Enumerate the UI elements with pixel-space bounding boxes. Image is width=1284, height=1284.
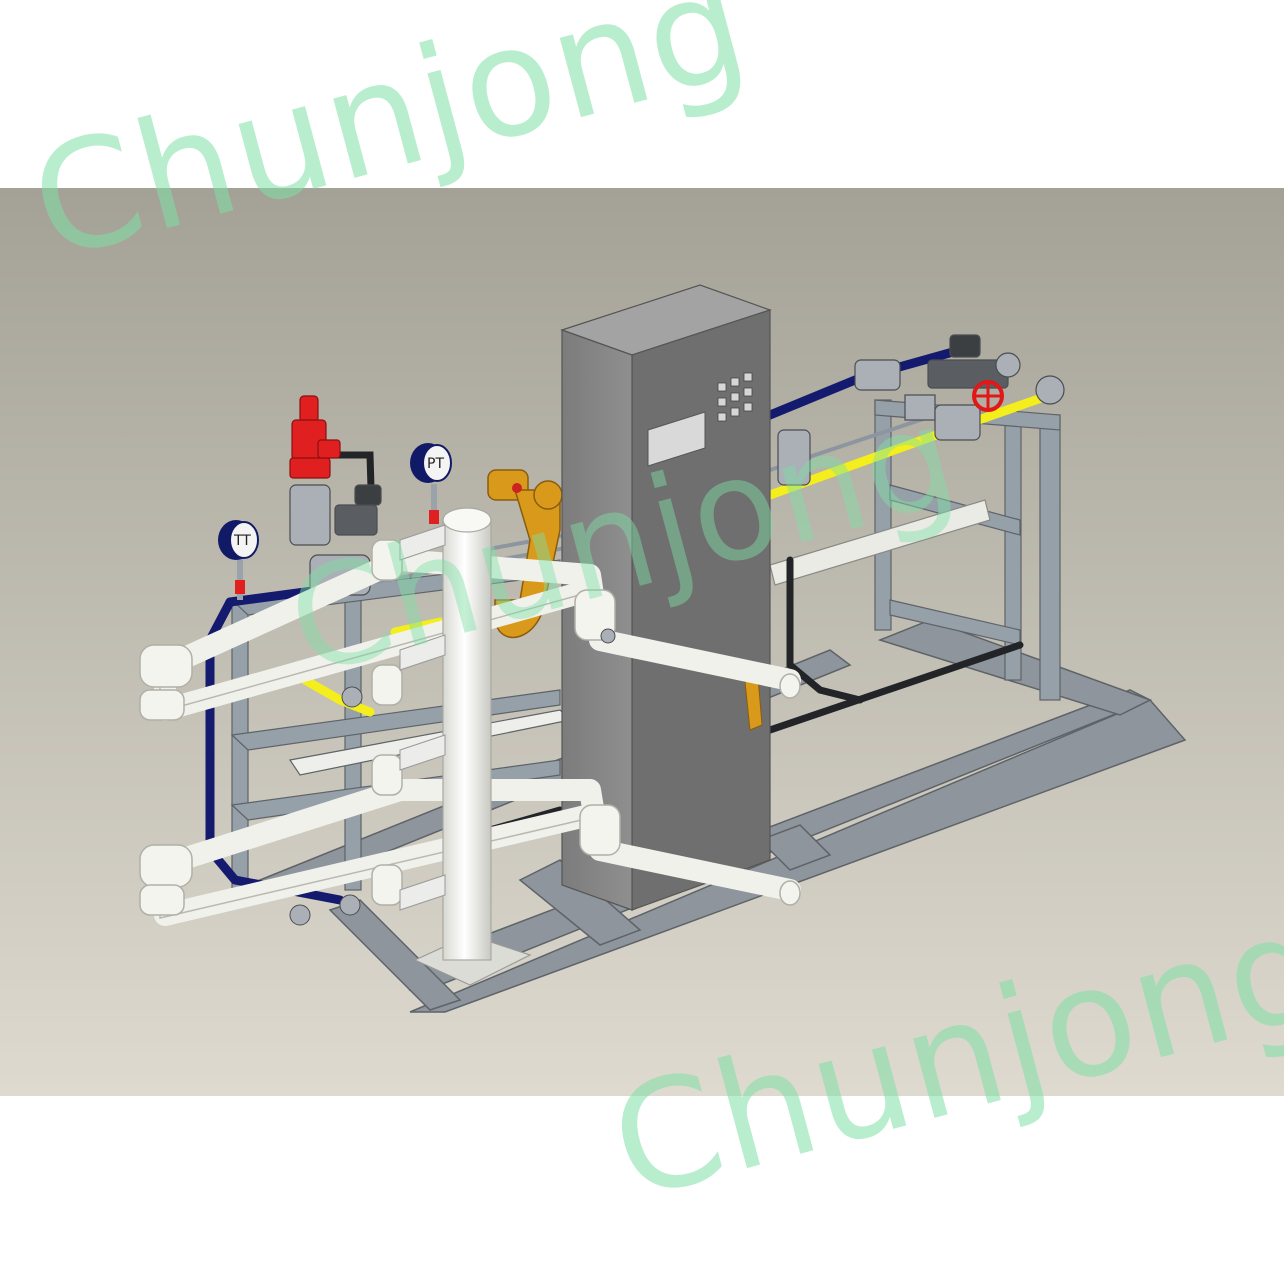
pressure-transmitter: PT <box>410 443 452 524</box>
support-column <box>399 507 532 986</box>
pt-label: PT <box>427 456 444 472</box>
control-cabinet <box>560 284 772 911</box>
tt-label: TT <box>233 533 251 549</box>
display-window <box>647 411 706 467</box>
pipe-elbows <box>139 539 801 916</box>
keypad <box>717 372 753 422</box>
rear-valve-assembly <box>777 334 1065 486</box>
temperature-transmitter: TT <box>218 520 259 600</box>
cable-tray <box>769 499 991 586</box>
pipe-flanges <box>289 628 616 926</box>
handwheel-icon <box>972 380 1004 412</box>
relief-valve <box>289 395 341 479</box>
